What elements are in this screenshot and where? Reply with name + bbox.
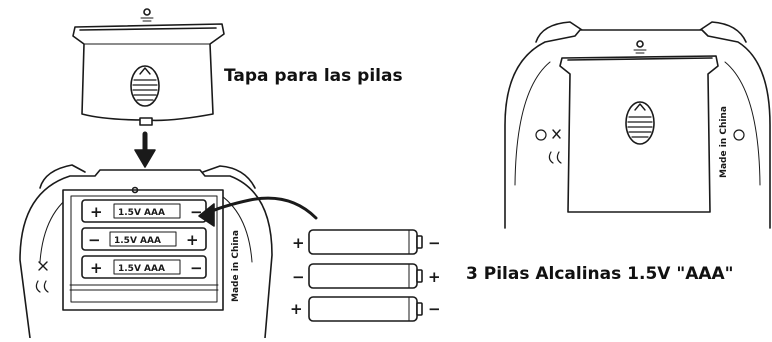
polarity-plus: + (186, 231, 199, 249)
grip-icon (130, 65, 160, 107)
polarity-sign: − (428, 300, 441, 318)
polarity-sign: + (292, 234, 305, 252)
polarity-sign: − (292, 268, 305, 286)
polarity-plus: + (90, 259, 103, 277)
aaa-battery (308, 296, 423, 322)
made-in-label: Made in China (719, 106, 729, 178)
batteries-callout-label: 3 Pilas Alcalinas 1.5V "AAA" (466, 264, 734, 284)
insert-cover-arrow (134, 131, 156, 168)
cell-label: 1.5V AAA (118, 208, 165, 218)
battery-cover (72, 8, 225, 126)
grip-icon (625, 101, 655, 145)
battery-slot: + − 1.5V AAA (81, 199, 207, 223)
screw-icon (131, 186, 139, 194)
battery-slot: + − 1.5V AAA (81, 255, 207, 279)
polarity-sign: − (428, 234, 441, 252)
aaa-battery (308, 229, 423, 255)
screw-icon (143, 8, 151, 16)
polarity-minus: − (190, 259, 203, 277)
polarity-sign: + (290, 300, 303, 318)
insert-batteries-arrow (198, 196, 318, 227)
polarity-minus: − (88, 231, 101, 249)
screw-icon (636, 40, 644, 48)
cell-label: 1.5V AAA (114, 236, 161, 246)
polarity-sign: + (428, 268, 441, 286)
polarity-plus: + (90, 203, 103, 221)
cover-callout-label: Tapa para las pilas (224, 66, 403, 86)
loose-batteries: + − + − + − (290, 229, 441, 322)
controller-open-compartment: Made in China + − 1.5V AAA − + 1.5V AAA … (19, 164, 273, 339)
made-in-label: Made in China (231, 230, 241, 302)
battery-slot: − + 1.5V AAA (81, 227, 207, 251)
aaa-battery (308, 263, 423, 289)
controller-closed: Made in China (504, 21, 771, 229)
cell-label: 1.5V AAA (118, 264, 165, 274)
polarity-minus: − (190, 203, 203, 221)
